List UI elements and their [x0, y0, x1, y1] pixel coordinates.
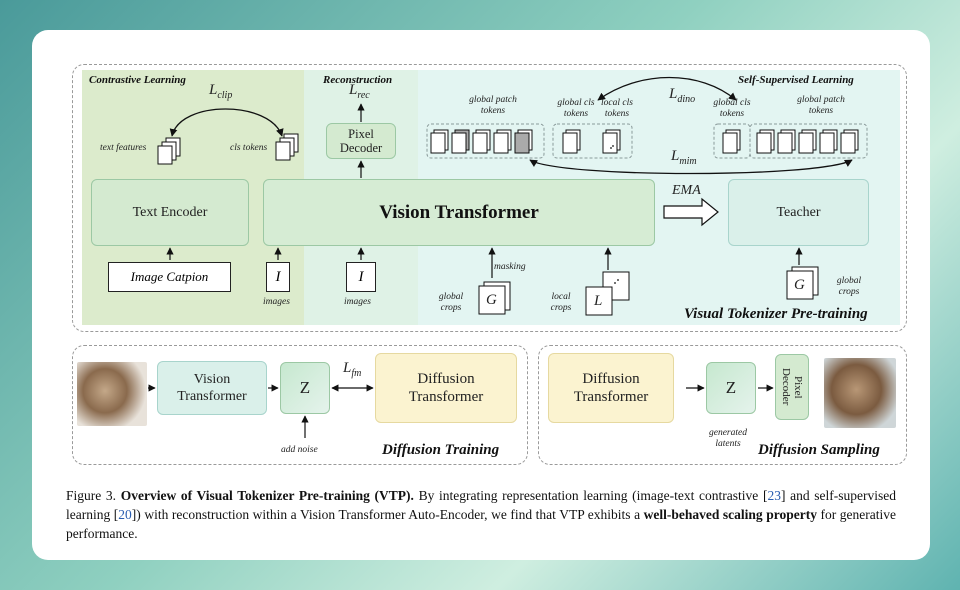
text-features-label: text features [100, 143, 147, 153]
teacher-patch-group [749, 123, 868, 159]
local-crops-label: local crops [550, 292, 572, 313]
ref-23[interactable]: 23 [767, 488, 781, 503]
diffusion-sampling-title: Diffusion Sampling [758, 442, 880, 458]
cls-token-stack [275, 133, 299, 161]
teacher-global-cls-label: global cls tokens [713, 98, 751, 119]
teacher-patch-tokens [756, 129, 859, 154]
text-feature-stack [157, 137, 181, 165]
text-encoder-box: Text Encoder [91, 179, 249, 246]
ref-20[interactable]: 20 [118, 507, 132, 522]
ema-arrow [663, 197, 719, 227]
dino-arc [597, 76, 737, 101]
global-crop-letter: G [486, 292, 497, 308]
ssl-title: Self-Supervised Learning [738, 74, 854, 86]
mim-arc [529, 159, 853, 175]
local-cls-tokens-label: local cls tokens [601, 98, 633, 119]
global-crop-stack [478, 281, 511, 315]
figure-caption: Figure 3. Overview of Visual Tokenizer P… [66, 488, 897, 541]
dt-diffusion-transformer-box: Diffusion Transformer [375, 353, 517, 423]
global-cls-tokens-label: global cls tokens [557, 98, 595, 119]
teacher-crop-letter: G [794, 277, 805, 293]
student-cls-tokens [562, 129, 621, 154]
cat-output-image [824, 358, 896, 428]
ds-diffusion-transformer-box: Diffusion Transformer [548, 353, 674, 423]
loss-fm: Lfm [343, 360, 362, 379]
student-cls-group [552, 123, 633, 159]
kitten-input-image [77, 362, 147, 426]
reconstruction-title: Reconstruction [323, 74, 393, 86]
dt-z-box: Z [280, 362, 330, 414]
input-image-recon: I [346, 262, 376, 292]
diffusion-training-panel [72, 345, 528, 465]
local-crop-letter: L [594, 293, 603, 309]
global-crops-label: global crops [438, 292, 464, 313]
ds-z-box: Z [706, 362, 756, 414]
local-crop-stack [585, 271, 630, 316]
pretraining-panel [72, 64, 907, 332]
teacher-crop-stack [786, 266, 819, 300]
masking-label: masking [494, 262, 526, 272]
global-patch-group [426, 123, 545, 159]
diffusion-sampling-panel [538, 345, 907, 465]
image-caption-box: Image Catpion [108, 262, 231, 292]
teacher-box: Teacher [728, 179, 869, 246]
generated-latents-label: generated latents [709, 428, 747, 449]
pixel-decoder-box: Pixel Decoder [326, 123, 396, 159]
add-noise-label: add noise [281, 445, 318, 455]
cls-tokens-label: cls tokens [230, 143, 268, 153]
images-label-left: images [263, 297, 290, 307]
ema-label: EMA [672, 183, 701, 198]
images-label-recon: images [344, 297, 371, 307]
teacher-global-patch-label: global patch tokens [797, 95, 845, 116]
input-image-left: I [266, 262, 290, 292]
vision-transformer-box: Vision Transformer [263, 179, 655, 246]
dt-vision-transformer-box: Vision Transformer [157, 361, 267, 415]
clip-arc [169, 108, 284, 137]
global-patch-tokens [430, 129, 533, 154]
ds-pixel-decoder-box: Pixel Decoder [775, 354, 809, 420]
teacher-cls-tokens [722, 129, 741, 154]
global-patch-tokens-label: global patch tokens [469, 95, 517, 116]
teacher-crops-label: global crops [836, 276, 862, 297]
contrastive-title: Contrastive Learning [89, 74, 186, 86]
loss-clip: Lclip [209, 82, 233, 101]
diffusion-training-title: Diffusion Training [382, 442, 500, 458]
pretraining-title: Visual Tokenizer Pre-training [684, 306, 868, 322]
loss-rec: Lrec [349, 82, 370, 101]
